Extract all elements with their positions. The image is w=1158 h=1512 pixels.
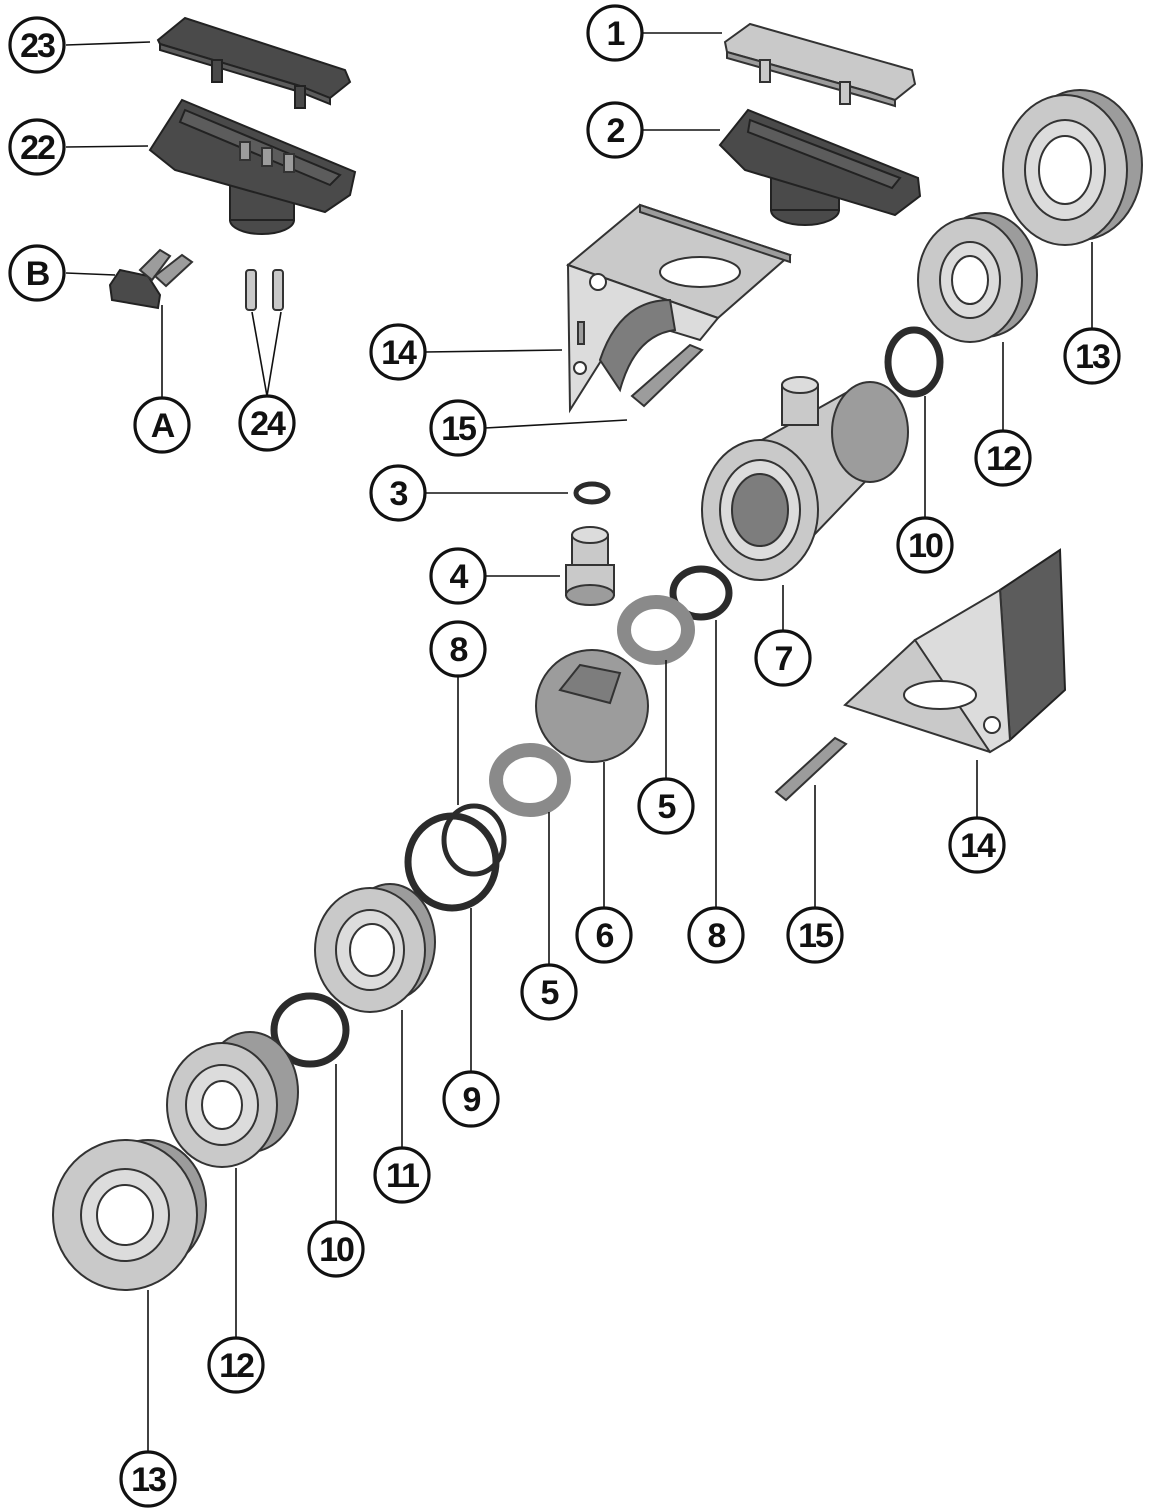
callout-4-label: 4 bbox=[450, 558, 469, 596]
callout-23: 23 bbox=[8, 16, 66, 74]
callout-8-lower: 8 bbox=[687, 906, 745, 964]
callout-8-lower-label: 8 bbox=[708, 917, 726, 955]
callout-12-lower-label: 12 bbox=[219, 1347, 254, 1385]
callout-12-upper-label: 12 bbox=[986, 440, 1021, 478]
callout-9: 9 bbox=[442, 1070, 500, 1128]
part-6-ball bbox=[535, 649, 649, 763]
callout-5-lower-label: 5 bbox=[541, 974, 559, 1012]
callout-11: 11 bbox=[373, 1146, 431, 1204]
part-14-bracket-lower bbox=[843, 548, 1067, 754]
callout-14-upper-label: 14 bbox=[381, 334, 417, 372]
callout-2: 2 bbox=[586, 101, 644, 159]
callout-15-upper: 15 bbox=[429, 399, 487, 457]
part-15-insert-upper bbox=[630, 343, 704, 408]
part-9-oring bbox=[404, 812, 500, 912]
part-10-oring-upper bbox=[884, 326, 944, 398]
part-5-seat-lower bbox=[489, 743, 571, 817]
part-8-oring-lower bbox=[441, 803, 507, 877]
part-12-union-end-lower bbox=[166, 1031, 299, 1168]
callout-10-upper: 10 bbox=[896, 516, 954, 574]
callout-12-upper: 12 bbox=[974, 429, 1032, 487]
leader-lines bbox=[65, 32, 1093, 1452]
callout-b-label: B bbox=[26, 255, 50, 293]
callout-5-upper-label: 5 bbox=[658, 788, 676, 826]
callout-24-label: 24 bbox=[250, 405, 286, 443]
part-4-stem bbox=[565, 526, 615, 606]
part-12-union-end-upper bbox=[917, 212, 1038, 343]
part-13-union-nut-upper bbox=[1002, 89, 1143, 246]
callout-a: A bbox=[133, 396, 191, 454]
callout-5-upper: 5 bbox=[637, 777, 695, 835]
callout-b: B bbox=[8, 244, 66, 302]
callout-10-upper-label: 10 bbox=[908, 527, 943, 565]
callout-14-lower-label: 14 bbox=[960, 827, 996, 865]
callout-3-label: 3 bbox=[390, 475, 408, 513]
callout-10-lower: 10 bbox=[307, 1220, 365, 1278]
callout-4: 4 bbox=[429, 547, 487, 605]
callout-8-upper-label: 8 bbox=[450, 631, 468, 669]
callout-9-label: 9 bbox=[463, 1081, 481, 1119]
callout-24: 24 bbox=[238, 394, 296, 452]
part-15-insert-lower bbox=[774, 736, 848, 802]
callout-13-lower-label: 13 bbox=[131, 1461, 166, 1499]
part-2-handle bbox=[718, 108, 922, 226]
callout-13-upper: 13 bbox=[1063, 327, 1121, 385]
part-1-handle-cap bbox=[723, 22, 917, 108]
part-14-bracket-upper bbox=[566, 203, 792, 414]
part-5-seat-upper bbox=[617, 595, 695, 665]
part-10-oring-lower bbox=[270, 992, 350, 1068]
callout-a-label: A bbox=[151, 407, 175, 445]
callout-5-lower: 5 bbox=[520, 963, 578, 1021]
callout-7-label: 7 bbox=[775, 640, 793, 678]
callout-7: 7 bbox=[754, 629, 812, 687]
part-7-valve-body bbox=[701, 376, 909, 581]
callout-22-label: 22 bbox=[20, 129, 55, 167]
part-11-union-bush bbox=[314, 883, 436, 1013]
callout-23-label: 23 bbox=[20, 27, 55, 65]
part-23-handle-cap bbox=[156, 16, 352, 109]
part-8-oring-upper bbox=[669, 565, 733, 621]
callout-11-label: 11 bbox=[386, 1157, 419, 1195]
callout-14-lower: 14 bbox=[948, 816, 1006, 874]
part-b-clip bbox=[108, 248, 194, 310]
callout-13-lower: 13 bbox=[119, 1450, 177, 1508]
part-3-stem-oring bbox=[573, 481, 611, 505]
part-24-screws bbox=[245, 269, 284, 311]
callout-3: 3 bbox=[369, 464, 427, 522]
callout-1: 1 bbox=[586, 4, 644, 62]
callout-22: 22 bbox=[8, 118, 66, 176]
callout-13-upper-label: 13 bbox=[1075, 338, 1110, 376]
callout-10-lower-label: 10 bbox=[319, 1231, 354, 1269]
callout-14-upper: 14 bbox=[369, 323, 427, 381]
callout-8-upper: 8 bbox=[429, 620, 487, 678]
callout-2-label: 2 bbox=[607, 112, 625, 150]
callout-6: 6 bbox=[575, 906, 633, 964]
part-13-union-nut-lower bbox=[52, 1139, 207, 1291]
callout-12-lower: 12 bbox=[207, 1336, 265, 1394]
part-22-handle bbox=[148, 98, 357, 235]
callout-1-label: 1 bbox=[607, 15, 625, 53]
callout-15-lower: 15 bbox=[786, 906, 844, 964]
callout-15-upper-label: 15 bbox=[441, 410, 476, 448]
callout-15-lower-label: 15 bbox=[798, 917, 833, 955]
callout-6-label: 6 bbox=[596, 917, 614, 955]
